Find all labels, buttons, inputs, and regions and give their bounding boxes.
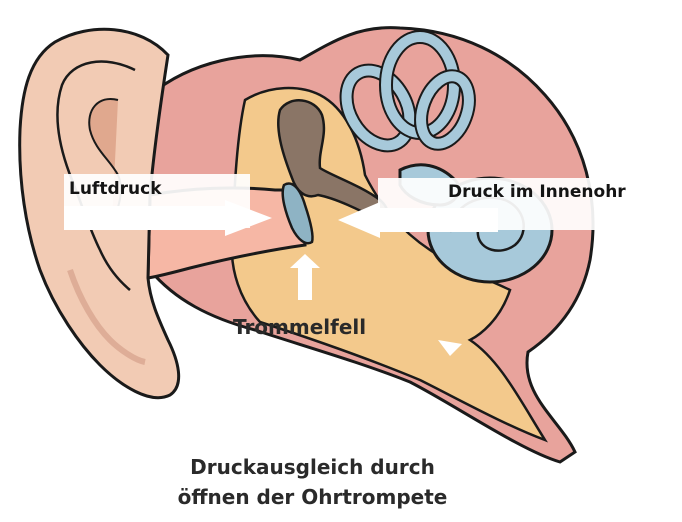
eardrum-label: Trommelfell: [233, 315, 366, 339]
air-pressure-label: Luftdruck: [69, 179, 162, 199]
caption-line-2: öffnen der Ohrtrompete: [0, 482, 625, 512]
caption-line-1: Druckausgleich durch: [0, 452, 625, 482]
inner-ear-pressure-label: Druck im Innenohr: [448, 182, 626, 202]
diagram-caption: Druckausgleich durch öffnen der Ohrtromp…: [0, 452, 625, 512]
